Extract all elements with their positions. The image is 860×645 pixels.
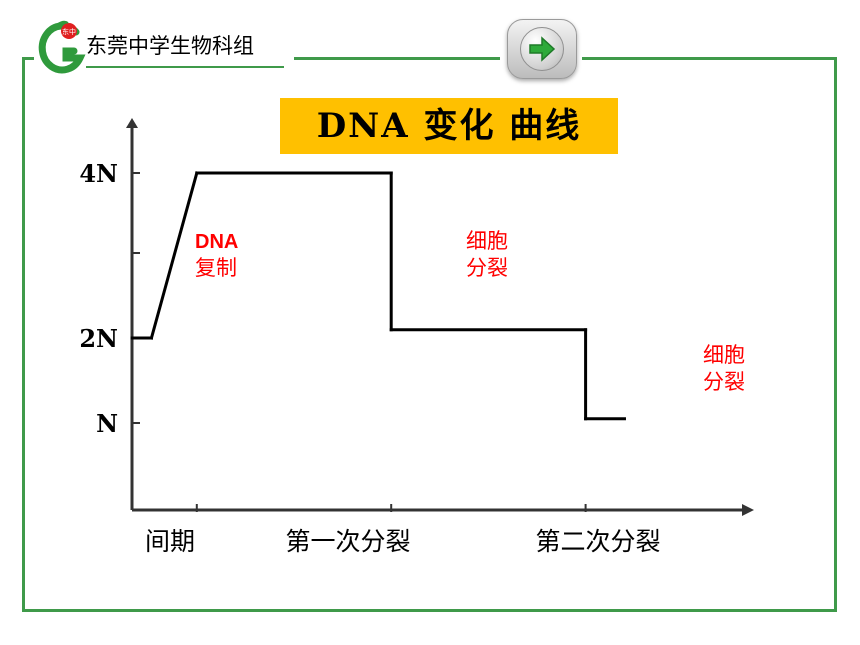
dna-curve-point	[585, 329, 587, 331]
y-tick-label: N	[96, 409, 118, 438]
dna-curve-point	[131, 337, 133, 339]
header-title: 东莞中学生物科组	[86, 34, 254, 58]
annotation-label: 分裂	[703, 370, 745, 394]
dna-curve-point	[585, 418, 587, 420]
dna-curve-segment	[149, 171, 199, 340]
y-tick-label: 2N	[79, 324, 118, 353]
dna-curve-point	[196, 172, 198, 174]
dna-curve-group	[130, 171, 626, 421]
next-button-disc	[520, 27, 564, 71]
annotation-label: 细胞	[703, 343, 745, 367]
annotation-label: 复制	[195, 256, 237, 280]
x-period-label: 间期	[145, 527, 195, 556]
slide-frame	[22, 57, 837, 612]
dna-curve-point	[623, 418, 625, 420]
x-axis-arrowhead	[742, 504, 754, 516]
annotation-label: 细胞	[466, 229, 508, 253]
dna-curve-point	[150, 337, 152, 339]
dna-curve-point	[390, 172, 392, 174]
arrow-right-icon	[529, 36, 556, 62]
chart-axes	[126, 118, 754, 516]
y-tick-group: N 2N 4N	[79, 159, 140, 438]
chart-title-box: DNA 变化 曲线	[280, 98, 618, 154]
annotation-label: 分裂	[466, 256, 508, 280]
x-period-label: 第一次分裂	[285, 527, 410, 556]
annotation-label: DNA	[195, 231, 238, 253]
y-axis-arrowhead	[126, 118, 138, 128]
x-period-label: 第二次分裂	[535, 527, 660, 556]
next-button[interactable]	[507, 19, 577, 79]
y-tick-label: 4N	[79, 159, 118, 188]
chart-title: DNA 变化 曲线	[316, 106, 582, 146]
svg-text:东中: 东中	[62, 27, 76, 36]
x-tick-group: 间期 第一次分裂 第二次分裂	[145, 504, 661, 556]
header-underline	[86, 66, 284, 68]
dna-curve-point	[390, 329, 392, 331]
school-logo-icon: 东中	[38, 20, 86, 74]
frame-gap-left	[34, 50, 294, 64]
